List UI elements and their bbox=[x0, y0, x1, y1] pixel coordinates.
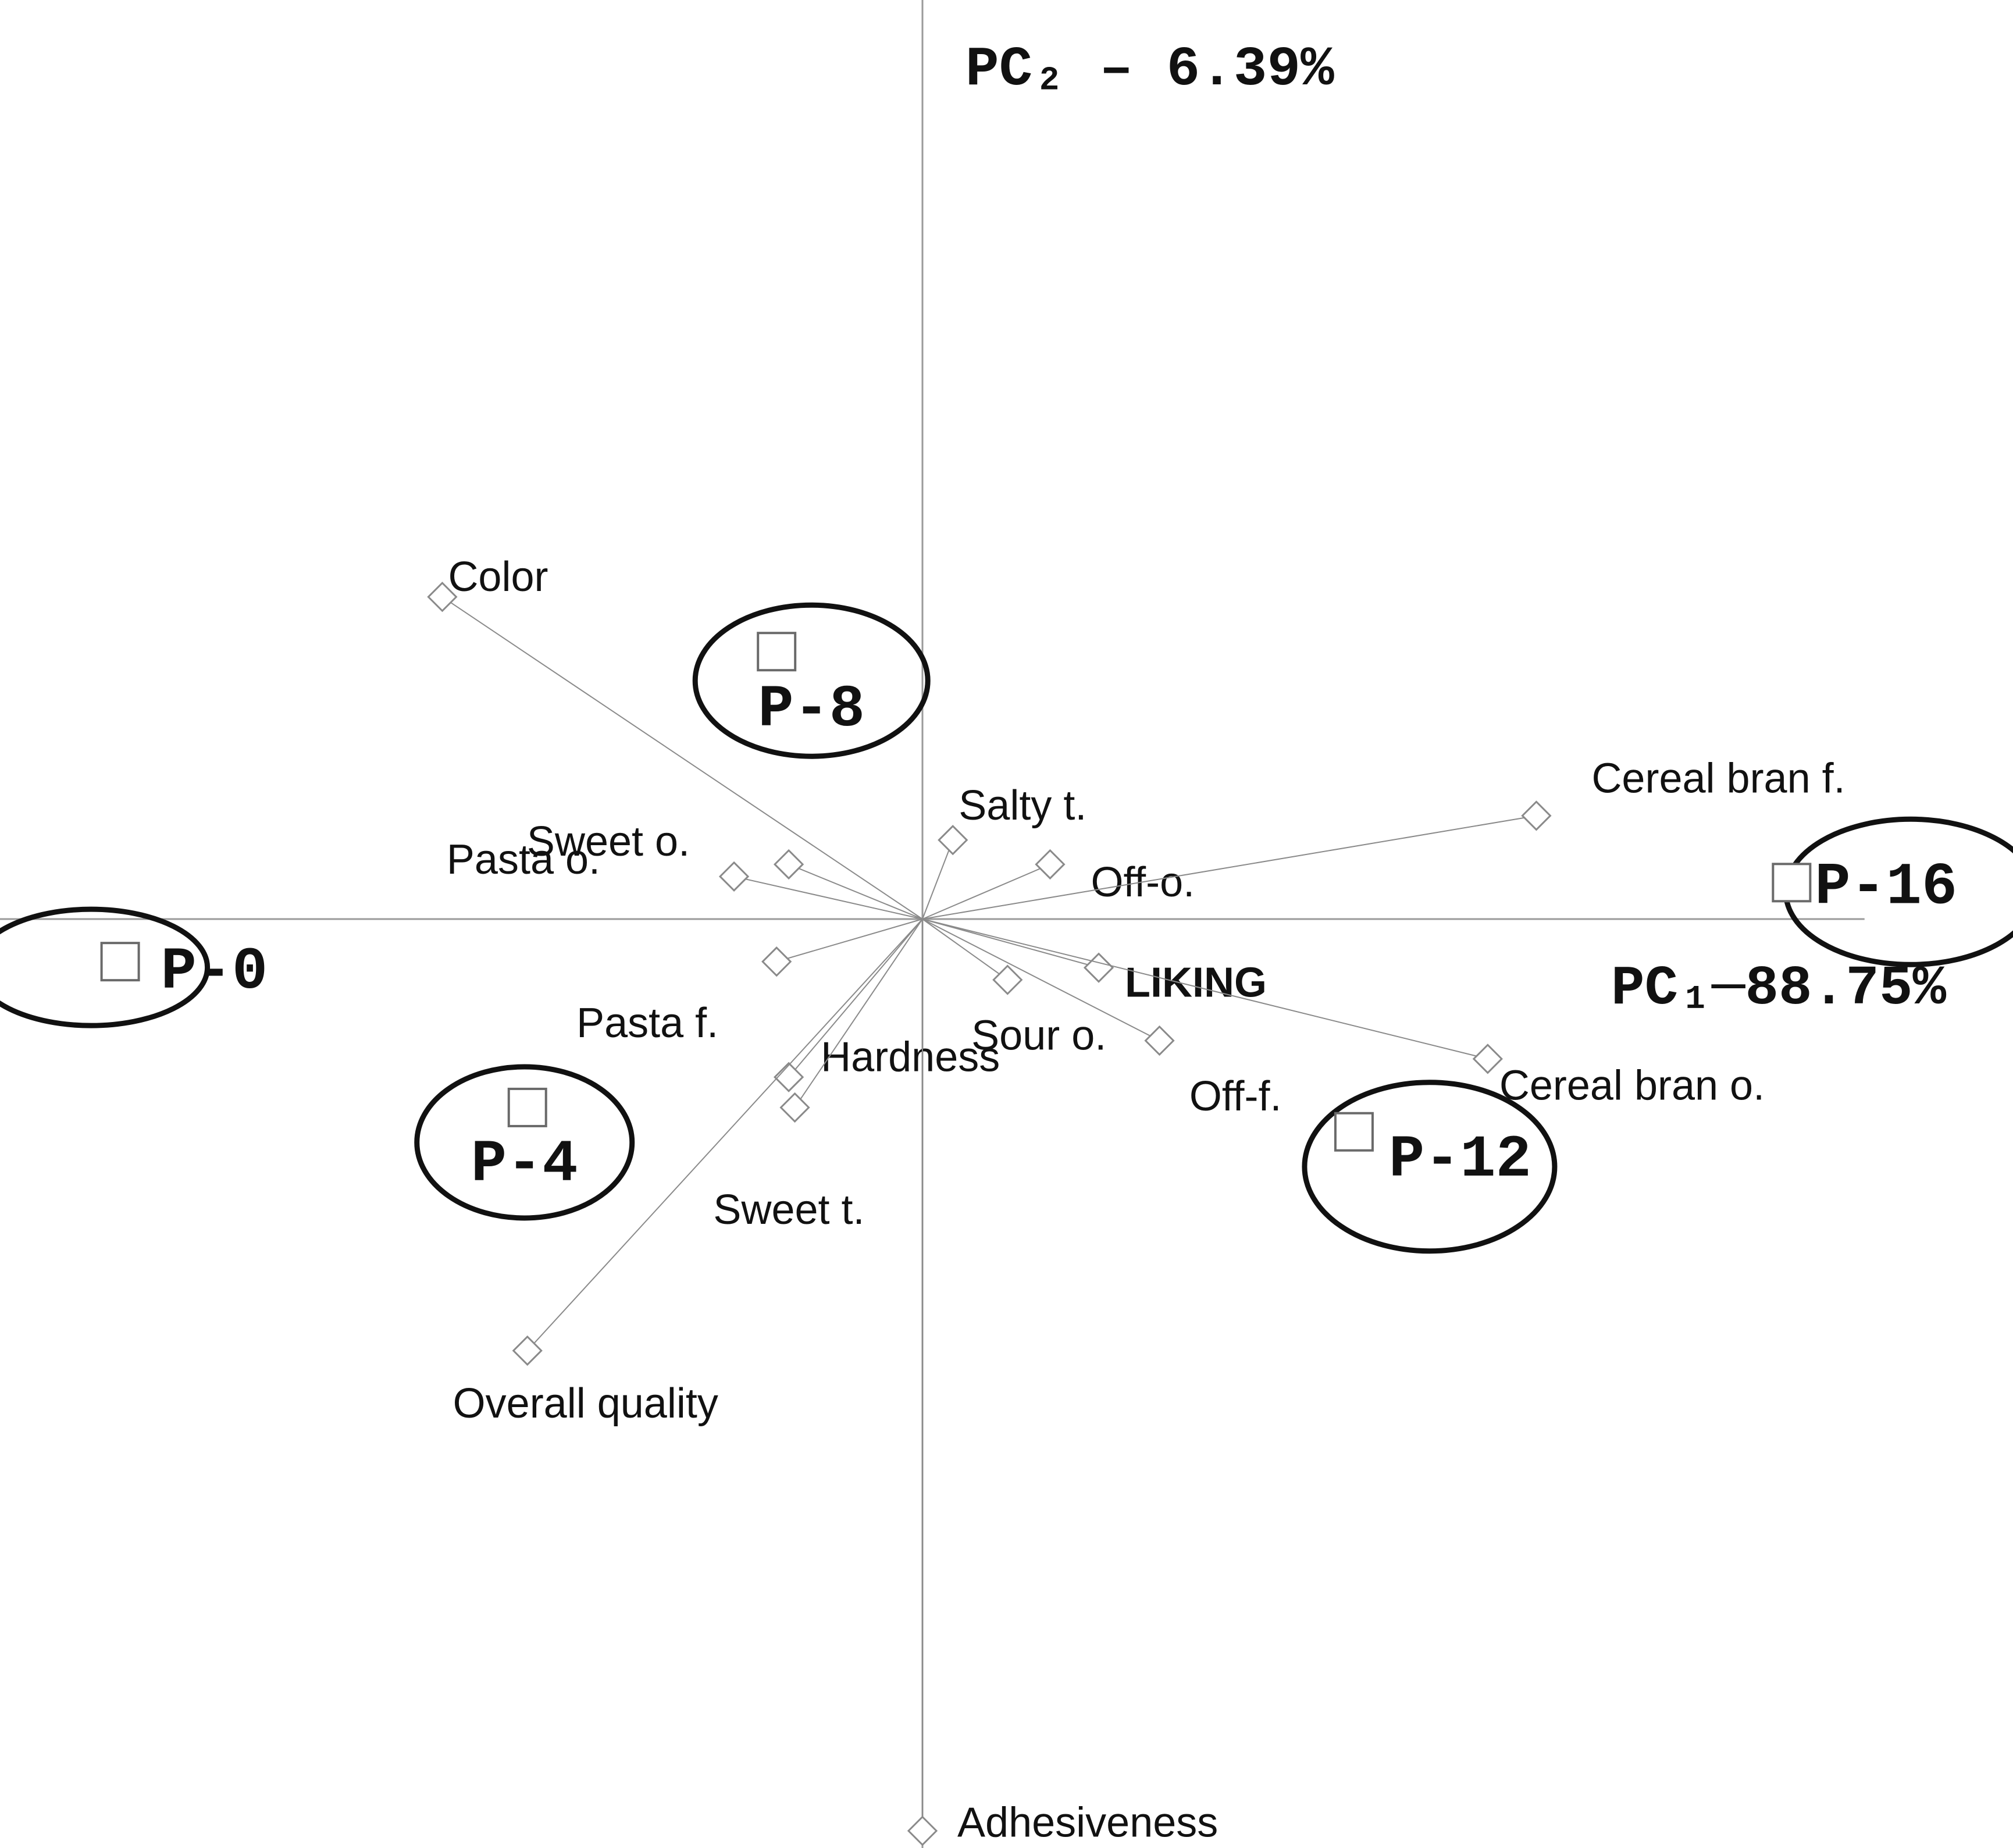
vector-label-cereal-bran-o: Cereal bran o. bbox=[1499, 1062, 1765, 1109]
vector-label-off-f: Off-f. bbox=[1189, 1073, 1282, 1120]
vector-marker-sour-o bbox=[992, 964, 1023, 995]
vector-marker-pasta-f bbox=[761, 946, 792, 977]
vector-marker-hardness bbox=[773, 1062, 804, 1092]
vector-label-pasta-o: Pasta o. bbox=[447, 836, 600, 883]
vector-marker-off-o bbox=[1035, 849, 1066, 880]
vector-line-overall-quality bbox=[527, 918, 923, 1351]
vector-line-salty-t bbox=[922, 839, 954, 920]
observation-label-p-16: P-16 bbox=[1815, 853, 1957, 921]
vector-marker-cereal-bran-f bbox=[1521, 800, 1552, 831]
vector-label-salty-t: Salty t. bbox=[959, 782, 1086, 829]
vector-marker-color bbox=[427, 582, 458, 613]
vector-line-off-o bbox=[922, 864, 1050, 920]
observation-ellipse-p-4 bbox=[414, 1064, 635, 1221]
vector-marker-salty-t bbox=[938, 825, 968, 856]
vector-marker-sweet-t bbox=[779, 1092, 810, 1123]
vector-marker-liking bbox=[1083, 952, 1114, 983]
observation-ellipse-p-0 bbox=[0, 906, 211, 1028]
vector-line-sour-o bbox=[922, 918, 1008, 981]
vector-line-pasta-o bbox=[733, 875, 923, 920]
vector-marker-cereal-bran-o bbox=[1472, 1044, 1503, 1074]
vector-line-sweet-t bbox=[794, 918, 923, 1108]
observation-ellipse-p-8 bbox=[692, 602, 931, 759]
vector-line-off-f bbox=[922, 918, 1160, 1041]
vector-line-color bbox=[441, 596, 923, 920]
observation-marker-p-16 bbox=[1772, 863, 1812, 903]
vector-line-sweet-o bbox=[788, 864, 923, 920]
vector-marker-off-f bbox=[1144, 1025, 1175, 1056]
vector-line-cereal-bran-f bbox=[922, 815, 1537, 920]
observation-label-p-0: P-0 bbox=[161, 938, 268, 1006]
observation-marker-p-0 bbox=[100, 942, 140, 982]
axis-titles: PC₁─88.75% PC₂ – 6.39% bbox=[965, 38, 1946, 1020]
observation-points: P-0P-4 P-8P-12 P-16 bbox=[0, 602, 2013, 1254]
vector-label-pasta-f: Pasta f. bbox=[576, 1000, 718, 1046]
vector-line-liking bbox=[922, 918, 1099, 968]
observation-marker-p-12 bbox=[1334, 1112, 1374, 1152]
vector-marker-pasta-o bbox=[718, 861, 750, 892]
vector-line-pasta-f bbox=[776, 918, 923, 963]
y-axis-title: PC₂ – 6.39% bbox=[965, 38, 1334, 101]
vector-label-hardness: Hardness bbox=[821, 1034, 1000, 1081]
vector-marker-overall-quality bbox=[512, 1335, 543, 1366]
vector-line-hardness bbox=[788, 918, 923, 1078]
vector-label-overall-quality: Overall quality bbox=[453, 1380, 718, 1427]
observation-label-p-8: P-8 bbox=[758, 676, 865, 743]
vector-label-sweet-o: Sweet o. bbox=[527, 818, 690, 865]
vector-label-cereal-bran-f: Cereal bran f. bbox=[1591, 755, 1845, 802]
observation-marker-p-8 bbox=[757, 632, 797, 672]
vector-label-color: Color bbox=[448, 554, 548, 600]
vector-line-cereal-bran-o bbox=[922, 918, 1488, 1060]
vector-label-sour-o: Sour o. bbox=[971, 1013, 1106, 1059]
observation-label-p-12: P-12 bbox=[1389, 1126, 1531, 1194]
vector-marker-sweet-o bbox=[773, 849, 804, 880]
observation-ellipse-p-12 bbox=[1302, 1080, 1558, 1254]
observation-label-p-4: P-4 bbox=[471, 1131, 578, 1198]
vector-label-adhesiveness: Adhesiveness bbox=[957, 1800, 1218, 1846]
vector-marker-adhesiveness bbox=[907, 1815, 938, 1846]
observation-marker-p-4 bbox=[507, 1087, 547, 1127]
x-axis-title: PC₁─88.75% bbox=[1611, 957, 1946, 1020]
vector-label-sweet-t: Sweet t. bbox=[713, 1187, 864, 1233]
